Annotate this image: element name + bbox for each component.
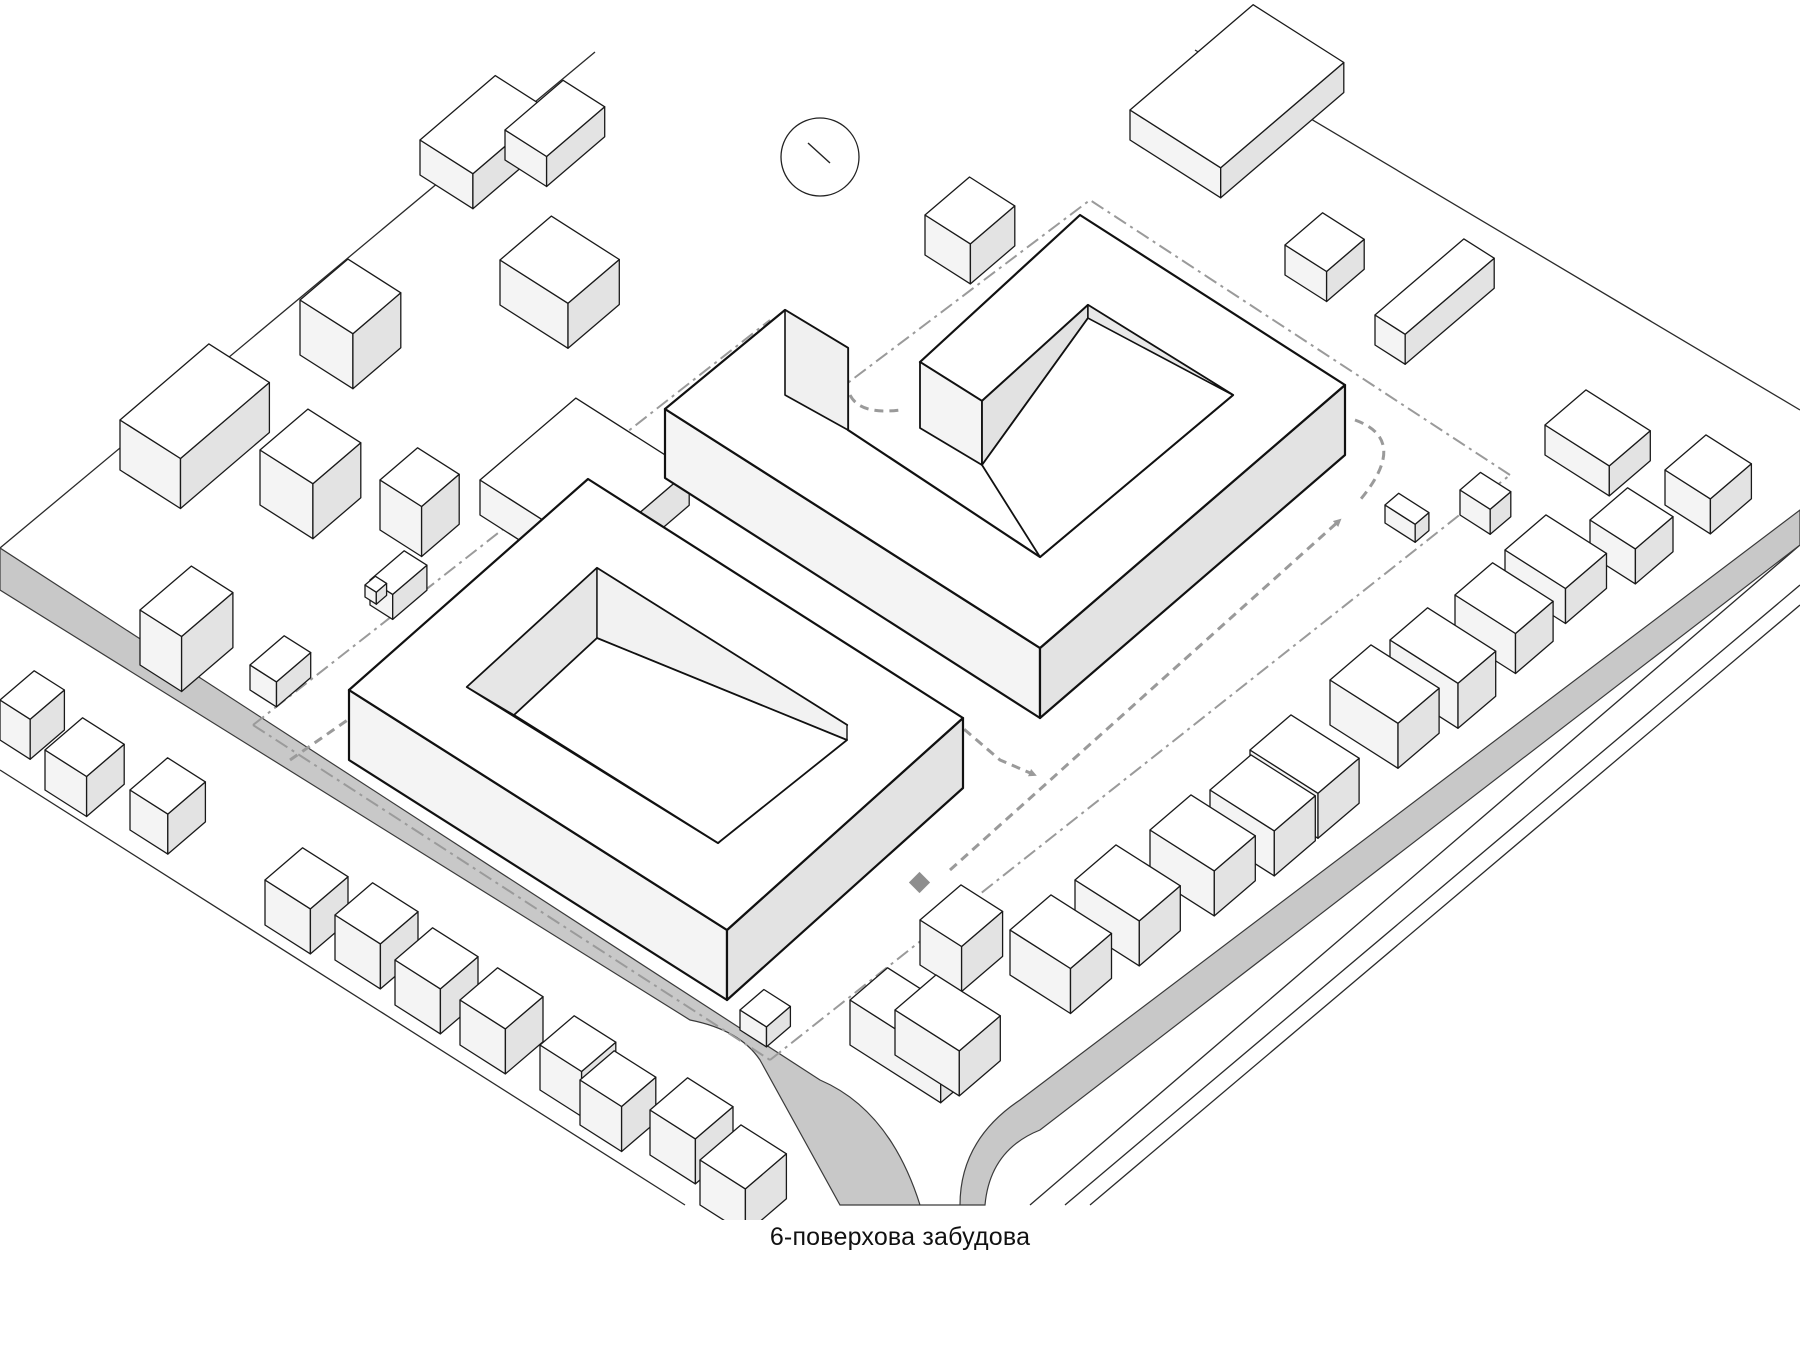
context-building-roof <box>1249 714 1360 794</box>
context-building <box>739 988 792 1048</box>
context-building <box>459 967 544 1075</box>
context-building-roof <box>1374 238 1495 335</box>
context-building-roof <box>44 717 125 778</box>
context-building <box>1459 471 1512 535</box>
context-building <box>699 1124 788 1220</box>
context-building-roof <box>1454 562 1554 635</box>
context-building <box>504 79 606 188</box>
context-building-roof <box>259 408 362 485</box>
context-building-roof <box>739 988 792 1028</box>
context-building-roof <box>919 884 1004 948</box>
context-building <box>379 447 460 558</box>
building-south-courtyard-floor <box>513 637 848 844</box>
context-building <box>1129 4 1345 199</box>
context-building <box>1544 389 1651 497</box>
context-building <box>299 258 402 390</box>
diagram-caption: 6-поверхова забудова <box>769 1223 1031 1251</box>
context-building-roof <box>459 967 544 1030</box>
proposed-building-north <box>663 213 1347 720</box>
context-building <box>1374 238 1495 365</box>
context-building <box>1074 844 1181 967</box>
main-road <box>0 509 1800 1206</box>
context-building-roof <box>1209 754 1316 832</box>
context-building <box>1284 212 1365 303</box>
context-building-roof <box>1149 794 1256 872</box>
context-building-roof <box>539 1015 617 1073</box>
context-building-roof <box>119 343 271 460</box>
context-building <box>119 343 271 510</box>
context-building-roof <box>649 1077 734 1140</box>
context-building-roof <box>1284 212 1365 273</box>
context-building-roof <box>1504 514 1608 590</box>
context-building-roof <box>1329 644 1440 724</box>
context-building-roof <box>299 258 402 335</box>
context-building <box>394 927 479 1035</box>
context-building-roof <box>264 847 349 910</box>
context-building-roof <box>394 927 479 990</box>
street-curb-right-inner <box>1064 584 1800 1206</box>
context-building-roof <box>1389 607 1497 684</box>
context-building-roof <box>129 757 207 815</box>
context-building <box>919 884 1004 993</box>
building-north-wing-face <box>784 309 849 431</box>
context-building-roof <box>894 974 1001 1052</box>
context-building-roof <box>579 1050 657 1108</box>
context-building-roof <box>0 670 66 720</box>
context-building-roof <box>499 215 620 304</box>
sidewalk-line-left <box>0 769 686 1206</box>
context-building <box>1009 894 1113 1015</box>
building-north-courtyard-wall <box>1087 304 1234 396</box>
street-curb-right <box>1029 544 1800 1206</box>
context-building <box>499 215 620 349</box>
context-building-roof <box>1589 487 1674 550</box>
context-building-roof <box>379 447 460 508</box>
context-building <box>264 847 349 955</box>
context-building <box>1149 794 1256 917</box>
context-building-roof <box>139 565 234 638</box>
context-building-roof <box>1544 389 1651 467</box>
context-building-roof <box>364 575 388 593</box>
context-building <box>0 670 66 760</box>
context-building-roof <box>249 635 312 683</box>
context-building-roof <box>1664 434 1753 500</box>
context-building-roof <box>334 882 419 945</box>
context-building <box>1589 487 1674 585</box>
context-building-roof <box>699 1124 788 1190</box>
context-building <box>44 717 125 818</box>
context-building-roof <box>1384 492 1430 525</box>
context-building <box>139 565 234 693</box>
context-building <box>1329 644 1440 769</box>
context-building-roof <box>1074 844 1181 922</box>
context-building <box>249 635 312 708</box>
proposed-building-south <box>347 477 965 1002</box>
axonometric-site-diagram <box>0 4 1800 1220</box>
context-building <box>1384 492 1430 543</box>
context-building-roof <box>924 176 1016 245</box>
context-building <box>259 408 362 540</box>
context-building <box>924 176 1016 285</box>
context-building-roof <box>1129 4 1345 169</box>
context-building-roof <box>1459 471 1512 510</box>
context-building <box>334 882 419 990</box>
compass-icon <box>780 117 860 197</box>
entrance-marker-icon <box>908 871 931 894</box>
context-building <box>1664 434 1753 535</box>
context-building <box>894 974 1001 1097</box>
context-building <box>579 1050 657 1153</box>
context-building <box>129 757 207 855</box>
context-building <box>1454 562 1554 675</box>
context-building-roof <box>504 79 606 158</box>
street-curb-right-outer <box>1089 604 1800 1206</box>
context-building <box>649 1077 734 1185</box>
context-buildings <box>0 4 1753 1220</box>
context-building-roof <box>1009 894 1113 970</box>
context-building <box>364 575 388 605</box>
